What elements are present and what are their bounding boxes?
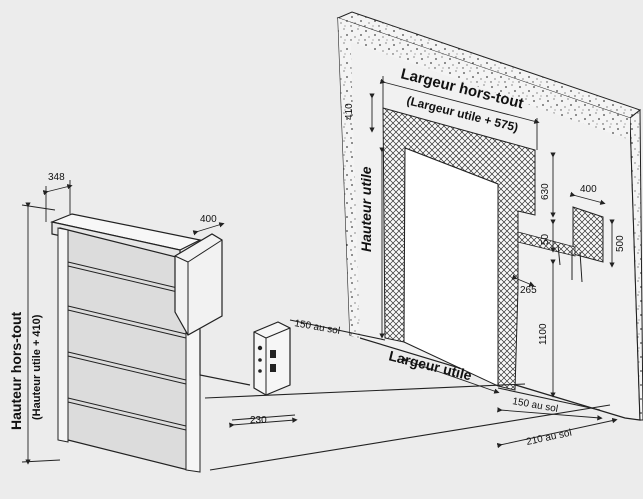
dim-50: 50 — [540, 233, 551, 245]
dim-500: 500 — [615, 235, 626, 252]
dim-1100: 1100 — [538, 323, 549, 345]
dim-630: 630 — [540, 183, 551, 200]
door-opening — [382, 107, 604, 391]
dim-150-sol-right: 150 au sol — [511, 396, 558, 415]
label-hauteur-utile-plus: (Hauteur utile + 410) — [31, 314, 43, 420]
wall-right-edge — [629, 108, 643, 421]
control-recess — [572, 206, 604, 263]
label-hauteur-utile: Hauteur utile — [358, 166, 374, 252]
dim-400-box: 400 — [580, 184, 597, 195]
label-hauteur-hors-tout: Hauteur hors-tout — [8, 311, 24, 430]
dimension-lines — [21, 76, 618, 465]
dim-265: 265 — [520, 285, 537, 296]
control-box — [253, 321, 291, 396]
dim-400-motor: 400 — [200, 214, 217, 225]
dim-210-sol: 210 au sol — [525, 428, 572, 448]
dim-150-sol-left: 150 au sol — [293, 318, 340, 337]
dim-348: 348 — [48, 172, 65, 183]
dim-230: 230 — [250, 415, 267, 426]
hatched-frame — [382, 107, 536, 391]
rapid-door — [49, 213, 251, 473]
dim-410: 410 — [344, 103, 355, 120]
